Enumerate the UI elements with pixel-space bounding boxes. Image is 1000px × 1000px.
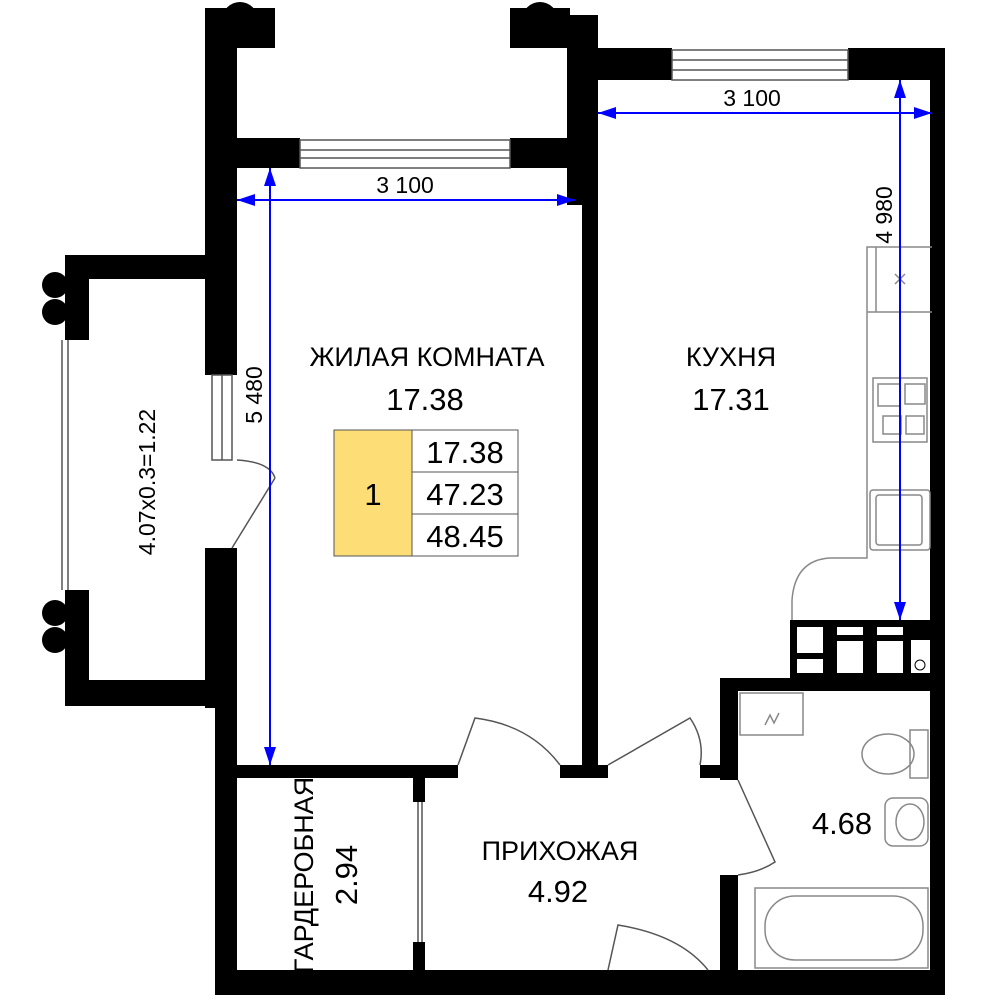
balcony-label: 4.07x0.3=1.22	[134, 409, 160, 555]
kitchen-length-label: 4 980	[871, 186, 897, 244]
rooms-count: 1	[364, 477, 381, 512]
hall-area: 4.92	[528, 874, 588, 909]
living-room-name: ЖИЛАЯ КОМНАТА	[310, 342, 545, 372]
doors	[231, 459, 776, 971]
living-room-area: 17.38	[386, 382, 464, 417]
bathroom-area: 4.68	[812, 806, 872, 841]
wardrobe-area: 2.94	[329, 845, 364, 905]
kitchen-name: КУХНЯ	[686, 342, 776, 372]
legend-total-area: 47.23	[426, 477, 504, 512]
living-length-label: 5 480	[241, 366, 267, 424]
living-width-label: 3 100	[376, 172, 434, 198]
kitchen-width-label: 3 100	[723, 85, 781, 111]
bathroom-fixtures	[739, 692, 929, 969]
kitchen-area: 17.31	[692, 382, 770, 417]
legend-living-area: 17.38	[426, 435, 504, 470]
dimension-lines	[237, 80, 932, 765]
legend-total-with-balcony: 48.45	[426, 519, 504, 554]
kitchen-fixtures	[791, 246, 932, 620]
rooms-count-cell	[333, 429, 413, 557]
shaft-openings	[797, 627, 930, 673]
apartment-legend: 1 17.38 47.23 48.45	[333, 429, 519, 557]
windows	[61, 49, 849, 942]
hall-name: ПРИХОЖАЯ	[482, 836, 639, 866]
wardrobe-name: ГАРДЕРОБНАЯ	[289, 777, 319, 973]
